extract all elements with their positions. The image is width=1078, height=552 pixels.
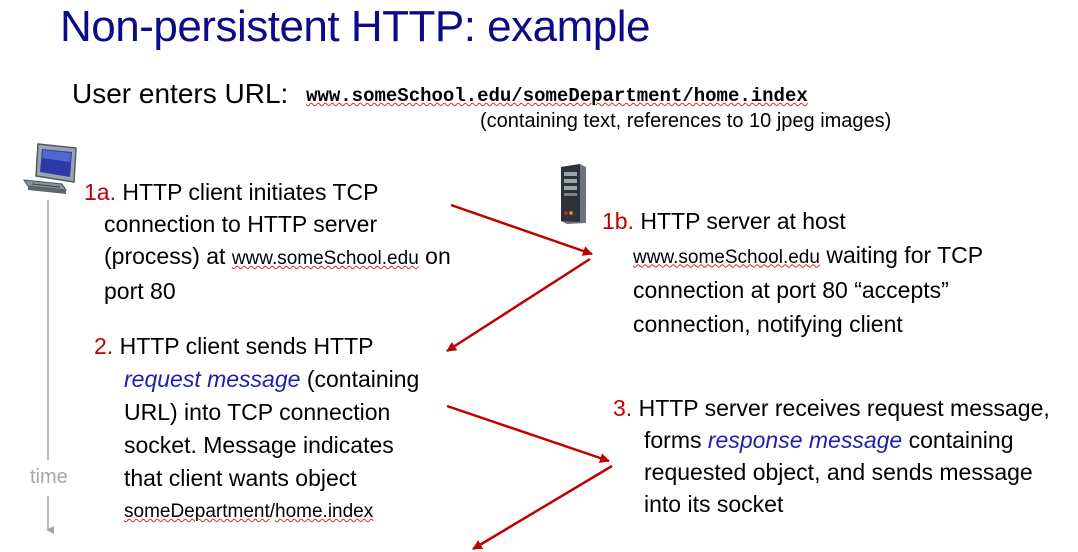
step-2-line4: socket. Message indicates xyxy=(124,432,394,458)
step-1a-line3-pre: (process) at xyxy=(104,243,232,269)
step-1a: 1a. HTTP client initiates TCP connection… xyxy=(84,176,451,307)
step-2-object-slash: / xyxy=(269,501,276,522)
step-2-number: 2. xyxy=(94,333,114,359)
desktop-computer-icon xyxy=(22,143,77,194)
step-2: 2. HTTP client sends HTTP request messag… xyxy=(94,330,419,528)
slide-title: Non-persistent HTTP: example xyxy=(60,2,651,51)
url-line: User enters URL: www.someSchool.edu/some… xyxy=(72,78,808,110)
step-1b-line4: connection, notifying client xyxy=(633,310,903,337)
arrow-3-to-4 xyxy=(472,464,613,551)
step-2-line2: request message (containing xyxy=(94,363,419,396)
step-3-line3: requested object, and sends message xyxy=(644,459,1033,485)
step-2-line1: HTTP client sends HTTP xyxy=(119,333,374,359)
step-3-line2-post: containing xyxy=(902,427,1014,453)
url-text: www.someSchool.edu/someDepartment/home.i… xyxy=(306,85,808,107)
step-1a-line1: HTTP client initiates TCP xyxy=(122,179,379,205)
server-tower-icon xyxy=(561,164,586,224)
step-2-line3: URL) into TCP connection xyxy=(124,399,391,425)
step-3-line4: into its socket xyxy=(644,491,784,517)
step-2-line5: that client wants object xyxy=(124,465,357,491)
timeline-label: time xyxy=(30,466,68,488)
step-3: 3. HTTP server receives request message,… xyxy=(613,392,1050,520)
step-1a-host: www.someSchool.edu xyxy=(231,248,419,269)
step-2-object-dir: someDepartment xyxy=(124,501,270,522)
step-1b-host: www.someSchool.edu xyxy=(633,246,820,268)
step-1a-line3-post: on xyxy=(418,243,451,269)
step-1b-line3: connection at port 80 “accepts” xyxy=(633,277,949,303)
step-3-response-message: response message xyxy=(707,427,903,453)
url-note: (containing text, references to 10 jpeg … xyxy=(480,110,892,132)
step-1a-line2: connection to HTTP server xyxy=(104,211,378,237)
url-label: User enters URL: xyxy=(72,78,289,109)
step-2-line6: someDepartment/home.index xyxy=(94,495,419,528)
step-1b-line1: HTTP server at host xyxy=(640,208,846,234)
step-2-request-message: request message xyxy=(124,366,301,392)
step-3-line2: forms response message containing xyxy=(613,424,1050,456)
step-1a-line3: (process) at www.someSchool.edu on xyxy=(84,240,451,275)
step-3-number: 3. xyxy=(613,395,633,421)
step-2-line2-post: (containing xyxy=(300,366,420,392)
arrow-2-to-3 xyxy=(446,404,610,463)
step-1b: 1b. HTTP server at host www.someSchool.e… xyxy=(602,205,983,341)
step-1a-number: 1a. xyxy=(84,179,116,205)
arrow-1a-to-1b xyxy=(450,203,593,256)
step-1b-line2: www.someSchool.edu waiting for TCP xyxy=(602,239,983,275)
arrow-1b-to-2 xyxy=(446,257,591,353)
step-3-line1: HTTP server receives request message, xyxy=(638,395,1050,421)
step-1a-line4: port 80 xyxy=(104,278,176,304)
step-2-object-file: home.index xyxy=(275,501,374,522)
step-1b-line2-post: waiting for TCP xyxy=(819,241,984,268)
step-1b-number: 1b. xyxy=(602,208,634,234)
step-3-line2-pre: forms xyxy=(644,427,708,453)
